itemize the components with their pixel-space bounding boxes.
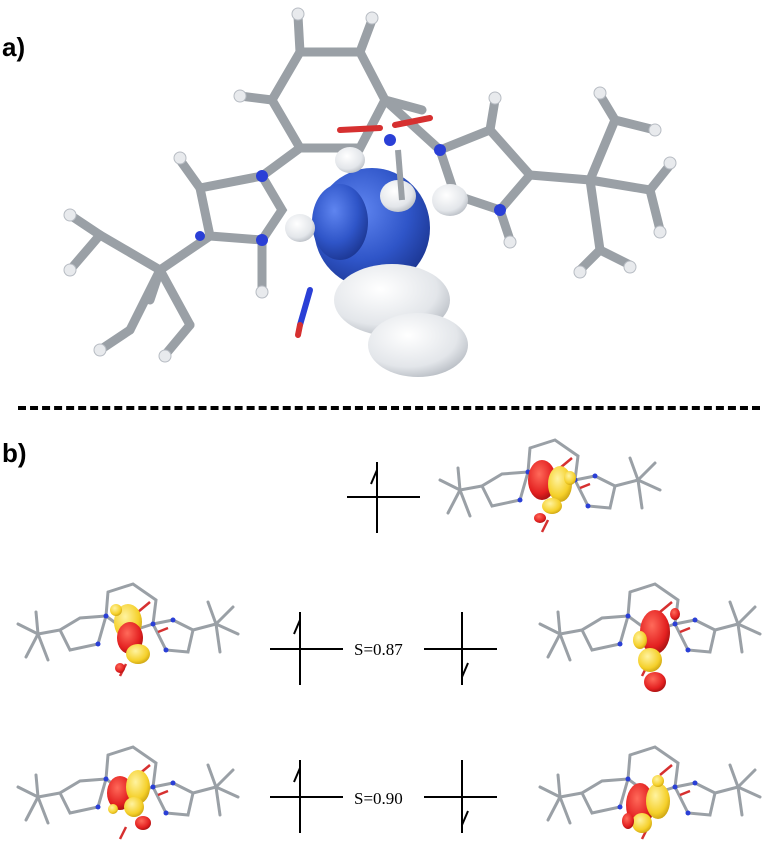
molecule-orbital-pair2-left <box>16 745 240 840</box>
overlap-label-1: S=0.87 <box>352 640 405 660</box>
overlap-label-2: S=0.90 <box>352 789 405 809</box>
panel-a-label: a) <box>2 32 26 62</box>
molecule-orbital-pair2-right <box>538 745 762 840</box>
molecule-orbital-pair1-right <box>538 582 762 692</box>
molecule-spin-density <box>63 7 677 377</box>
molecule-orbital-pair1-left <box>16 582 240 677</box>
panel-divider <box>18 406 760 410</box>
panel-b-label: b) <box>2 438 27 468</box>
energy-levels <box>270 462 497 833</box>
molecule-orbital-soc <box>438 438 662 533</box>
